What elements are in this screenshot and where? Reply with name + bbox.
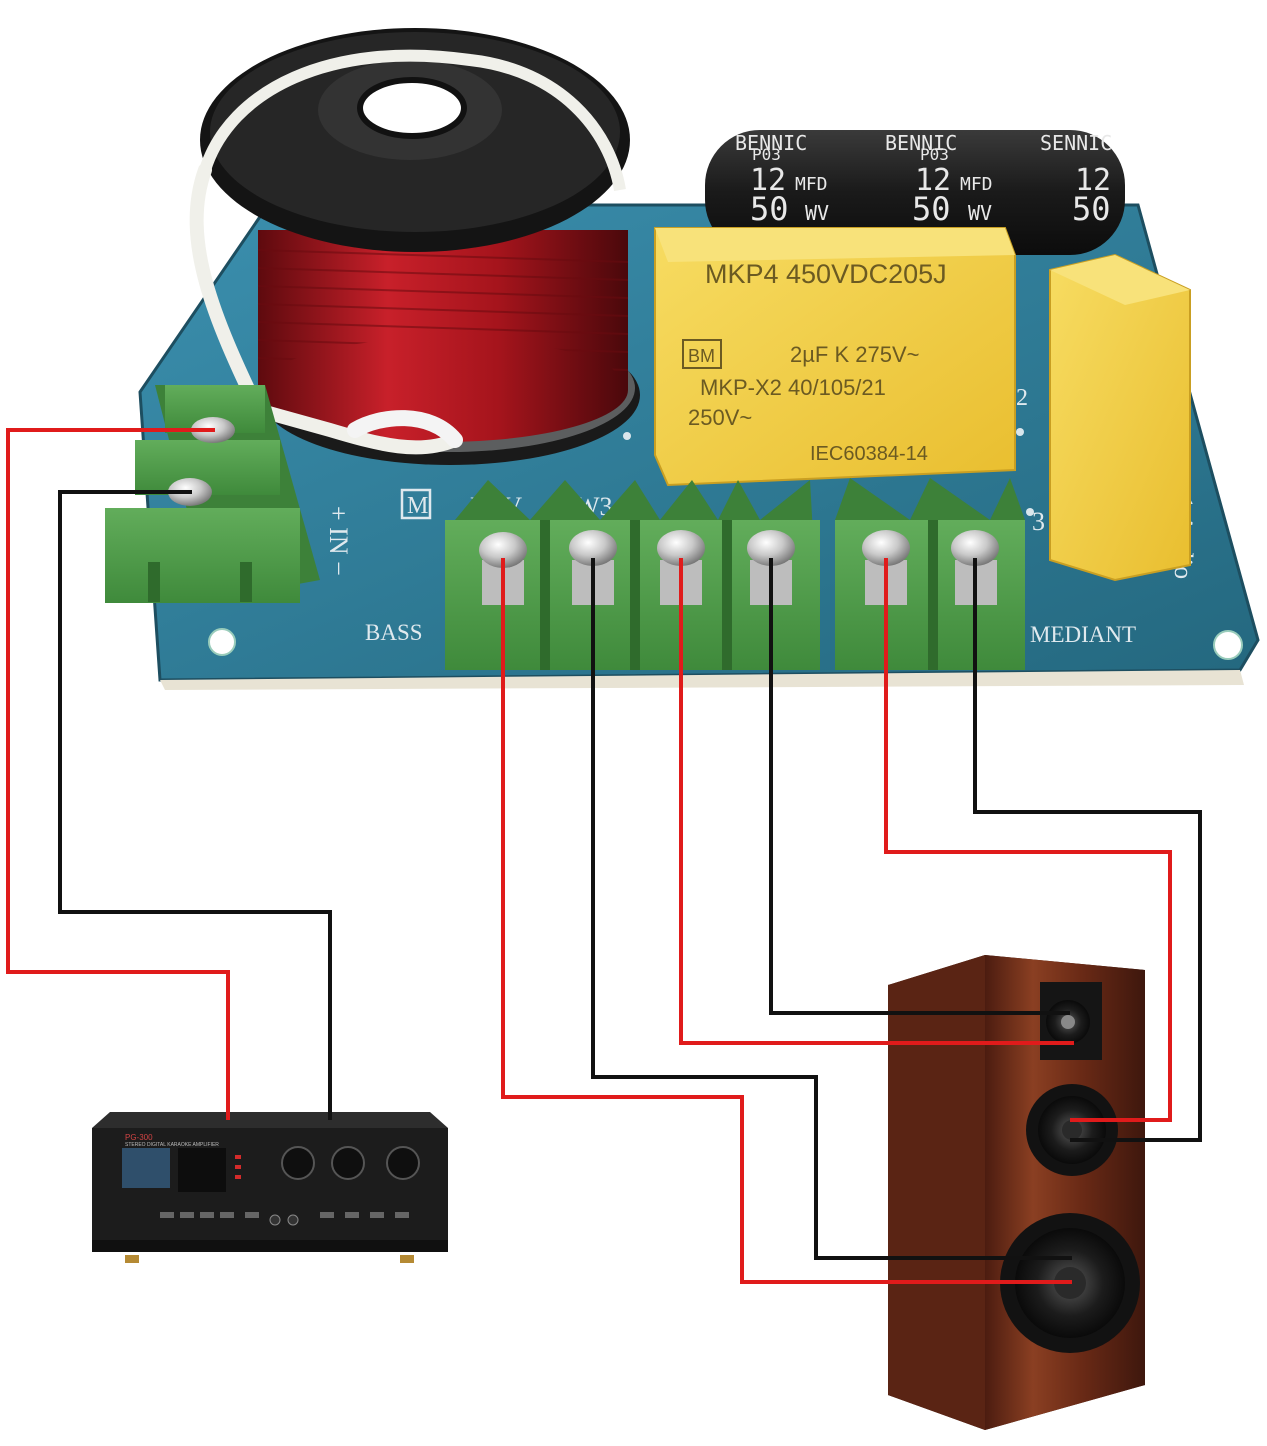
tweeter-screw-positive [657, 530, 705, 566]
cable-tie-top [199, 49, 626, 192]
film-cap-line5: IEC60384-14 [810, 443, 928, 465]
speaker-cabinet [888, 955, 1145, 1430]
cap-unit-2: MFD [960, 174, 993, 195]
wire-mid-positive [884, 558, 1172, 1122]
film-cap-line1: MKP4 450VDC205J [705, 259, 947, 289]
film-cap-top [655, 228, 1015, 262]
input-polarity-label: + IN − [324, 506, 353, 576]
bass-label: BASS [365, 620, 423, 645]
tweeter-center [1061, 1015, 1075, 1029]
cap-voltage-unit: WV [805, 201, 829, 225]
bass-screw-negative [569, 530, 617, 566]
mid-screw-positive [862, 530, 910, 566]
cap-voltage-2: 50 [912, 190, 951, 228]
cap-value-partial: 12 [1075, 163, 1111, 198]
electrolytic-body [705, 130, 1125, 255]
amp-top [92, 1112, 448, 1128]
input-barrier-bottom [105, 508, 300, 603]
wire-woofer-negative [591, 558, 1072, 1260]
small-cap-body [1049, 253, 1191, 582]
film-cap-line2: 2µF K 275V~ [790, 342, 919, 367]
cap-voltage-unit-2: WV [968, 201, 992, 225]
winding-base [258, 338, 628, 442]
amp-mic-jack [269, 1214, 281, 1226]
amp-buttons [160, 1212, 409, 1218]
amp-vu-display [178, 1148, 226, 1192]
film-cap-line4: 250V~ [688, 405, 752, 430]
amp-model: PG-300 [125, 1133, 153, 1142]
wire-woofer-positive [501, 558, 1072, 1284]
bass-screw-positive [479, 532, 527, 568]
amp-foot [400, 1255, 414, 1263]
amplifier: PG-300 STEREO DIGITAL KARAOKE AMPLIFIER [92, 1112, 448, 1263]
cap-code: P03 [752, 145, 781, 164]
amp-knob[interactable] [331, 1146, 365, 1180]
cap-value-2: 12 [915, 163, 951, 198]
output-terminal-strip [445, 478, 1025, 670]
wire-input-negative [58, 490, 332, 1120]
tweeter-screw-negative [747, 530, 795, 566]
wire-tweeter-positive [679, 558, 1074, 1045]
amp-subtitle: STEREO DIGITAL KARAOKE AMPLIFIER [125, 1142, 219, 1148]
amp-knob[interactable] [281, 1146, 315, 1180]
core-hole [357, 77, 467, 139]
speaker-side-face [888, 955, 985, 1430]
film-cap-logo-box [682, 339, 722, 369]
film-capacitor: MKP4 450VDC205J BM 2µF K 275V~ MKP-X2 40… [654, 227, 1028, 487]
film-capacitor-small [1049, 253, 1191, 582]
cap-value: 12 [750, 163, 786, 198]
film-cap-logo: BM [688, 346, 715, 366]
brand-box [400, 488, 432, 520]
small-cap-top [1050, 255, 1190, 305]
cap-unit: MFD [795, 174, 828, 195]
via [623, 432, 631, 440]
cap-brand-partial: SENNIC [1040, 131, 1112, 155]
amp-logo-display [122, 1148, 170, 1188]
film-cap-line3: MKP-X2 40/105/21 [700, 375, 886, 400]
amp-bottom-edge [92, 1240, 448, 1252]
amp-leds [235, 1155, 241, 1179]
wiring [6, 428, 1202, 1284]
cap-brand: BENNIC [735, 131, 807, 155]
cap-voltage: 50 [750, 190, 789, 228]
mid-screw-negative [951, 530, 999, 566]
mediant-label: MEDIANT [1030, 622, 1136, 647]
wire-input-positive [6, 428, 230, 1120]
barrier-slot [240, 562, 252, 602]
inductor-coil [189, 28, 640, 465]
mount-hole [208, 628, 236, 656]
wire-tweeter-negative [769, 558, 1070, 1015]
mount-hole [1213, 630, 1243, 660]
film-cap-side-mark: 2 [1016, 385, 1028, 411]
cap-voltage-partial: 50 [1072, 190, 1111, 228]
brand-mark: M [407, 493, 428, 519]
input-terminal-block [105, 385, 320, 603]
amp-knob[interactable] [386, 1146, 420, 1180]
wire-mid-negative [973, 558, 1202, 1142]
barrier-slot [148, 562, 160, 602]
label-3: 3 [1032, 507, 1045, 536]
midrange-dust-cap [1062, 1120, 1082, 1140]
terminal-dividers [540, 520, 938, 670]
glue-blob [347, 410, 463, 448]
via [1026, 508, 1034, 516]
amp-mic-jack [287, 1214, 299, 1226]
via [1016, 428, 1024, 436]
cap-brand-2: BENNIC [885, 131, 957, 155]
electrolytic-capacitor-pair: BENNIC BENNIC SENNIC P03 P03 12 MFD 12 M… [705, 130, 1125, 255]
amp-foot [125, 1255, 139, 1263]
cap-code-2: P03 [920, 145, 949, 164]
